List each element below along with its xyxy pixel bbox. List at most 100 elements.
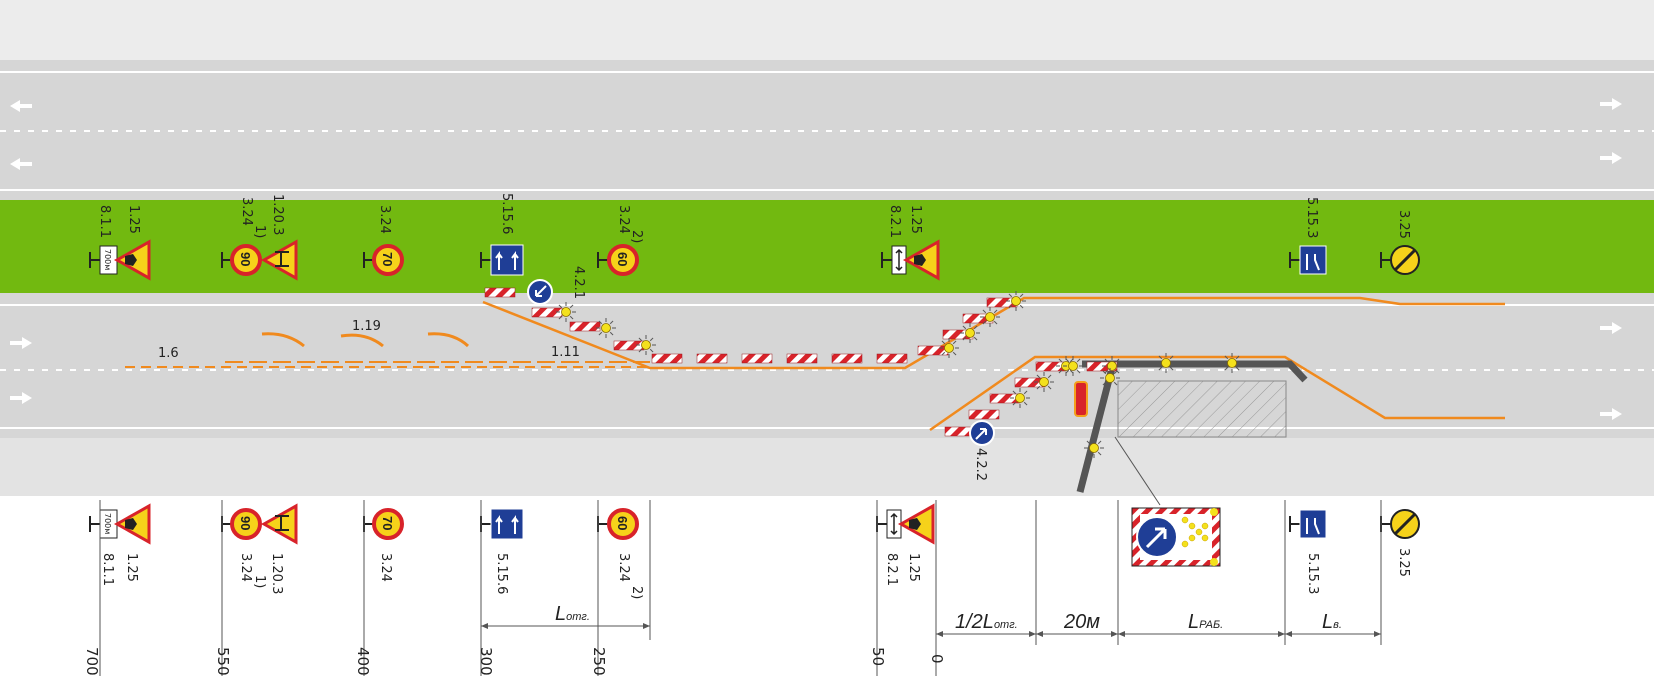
worker-icon bbox=[125, 254, 137, 266]
signal-lamp-icon bbox=[1034, 372, 1054, 392]
speed-value: 90 bbox=[238, 252, 253, 266]
taper-fence bbox=[482, 296, 1505, 370]
dim-l-v: Lв. bbox=[1322, 611, 1342, 633]
curve-arrow-icon bbox=[427, 332, 470, 348]
lower-sign-end-restrictions bbox=[1380, 509, 1420, 539]
worker-icon bbox=[914, 254, 926, 266]
end-restriction-icon bbox=[1393, 512, 1417, 536]
narrowing-lines-icon bbox=[275, 515, 289, 531]
callout-line bbox=[1114, 436, 1161, 506]
guard-barrier-diag bbox=[1076, 367, 1116, 493]
lower-sign-roadworks: 700м bbox=[89, 503, 151, 545]
label-1-19: 1.19 bbox=[352, 319, 381, 334]
lower-label-5-15-3: 5.15.3 bbox=[1305, 553, 1320, 594]
lower-sign-speed-70: 70 bbox=[363, 508, 404, 540]
signal-lamp-icon bbox=[1222, 353, 1242, 373]
signal-lamp-icon bbox=[1063, 356, 1083, 376]
lower-label-5-15-6: 5.15.6 bbox=[494, 553, 509, 594]
barrier-block bbox=[484, 287, 516, 298]
lower-label-3-24: 3.24 bbox=[238, 553, 253, 582]
signal-lamp-icon bbox=[980, 307, 1000, 327]
arrow-right-icon bbox=[1600, 98, 1622, 110]
board-lamp-icon bbox=[1210, 558, 1218, 566]
direction-arrows bbox=[10, 98, 1622, 420]
grass-median bbox=[0, 200, 1654, 293]
signal-lamp-icon bbox=[1100, 368, 1120, 388]
arrow-right-icon bbox=[10, 337, 32, 349]
upper-label-3-24c: 3.24 bbox=[616, 205, 631, 234]
distance-400: 400 bbox=[354, 647, 372, 676]
dim-l-otg: Lотг. bbox=[555, 603, 590, 625]
upper-label-1-25: 1.25 bbox=[126, 205, 141, 234]
worksite-area bbox=[1117, 380, 1287, 438]
curve-arrow-icon bbox=[261, 332, 305, 348]
upper-label-5-15-6: 5.15.6 bbox=[499, 193, 514, 234]
signal-lamps bbox=[556, 291, 1242, 458]
barrier-blocks bbox=[484, 287, 1118, 437]
plate-text: 700м bbox=[103, 249, 112, 270]
extent-arrow-icon bbox=[890, 512, 898, 536]
signal-lamp-icon bbox=[556, 302, 576, 322]
signal-lamp-icon bbox=[939, 338, 959, 358]
sign-4-2-2 bbox=[969, 420, 995, 446]
worksite-fence bbox=[929, 355, 1505, 432]
arrow-down-left-icon bbox=[535, 285, 547, 297]
lower-sign-speed-90: 90 bbox=[221, 503, 298, 545]
upper-label-3-25: 3.25 bbox=[1396, 210, 1411, 239]
speed-value: 90 bbox=[238, 516, 253, 530]
label-4-2-2: 4.2.2 bbox=[973, 448, 988, 481]
arrow-up-right-icon bbox=[975, 428, 987, 440]
upper-label-1-20-3: 1.20.3 bbox=[270, 194, 285, 235]
arrow-up-right-icon bbox=[1145, 527, 1167, 549]
worker-icon bbox=[125, 518, 137, 530]
distance-50: 50 bbox=[869, 647, 887, 666]
lower-sign-speed-60: 60 bbox=[597, 508, 639, 540]
upper-label-8-1-1: 8.1.1 bbox=[97, 205, 112, 238]
speed-value: 70 bbox=[380, 516, 395, 530]
upper-sign-end-restrictions bbox=[1380, 245, 1420, 275]
barrier-block bbox=[569, 321, 601, 332]
top-margin bbox=[0, 0, 1654, 60]
barrier-block bbox=[651, 353, 683, 364]
sign-4-2-1 bbox=[527, 279, 553, 305]
lower-label-note-2: 2) bbox=[629, 586, 644, 599]
distance-250: 250 bbox=[590, 647, 608, 676]
arrow-right-icon bbox=[1600, 322, 1622, 334]
worksite-info-board bbox=[1131, 507, 1221, 567]
barrier-block bbox=[741, 353, 773, 364]
upper-label-1-25b: 1.25 bbox=[908, 205, 923, 234]
lower-label-8-2-1: 8.2.1 bbox=[884, 553, 899, 586]
dimension-ticks bbox=[481, 623, 1381, 637]
extent-arrow-icon bbox=[895, 248, 903, 272]
upper-label-5-15-3: 5.15.3 bbox=[1304, 197, 1319, 238]
speed-value: 70 bbox=[380, 252, 395, 266]
lane-arrows-icon bbox=[495, 251, 519, 270]
end-restriction-icon bbox=[1393, 248, 1417, 272]
lower-label-1-20-3: 1.20.3 bbox=[269, 553, 284, 594]
lower-label-3-24c: 3.24 bbox=[616, 553, 631, 582]
plate-text: 700м bbox=[103, 513, 112, 534]
marking-1-19-arrows bbox=[261, 332, 470, 348]
lower-sign-lane-info bbox=[480, 508, 524, 540]
narrowing-lines-icon bbox=[275, 251, 289, 267]
lane-split-icon bbox=[1306, 254, 1320, 271]
distance-700: 700 bbox=[83, 647, 101, 676]
upper-sign-speed-90: 90 bbox=[221, 239, 298, 281]
upper-sign-lane-end bbox=[1289, 245, 1327, 275]
curve-arrow-icon bbox=[340, 333, 384, 348]
lower-label-3-24b: 3.24 bbox=[378, 553, 393, 582]
lower-sign-lane-end bbox=[1289, 509, 1327, 539]
lower-carriageway bbox=[0, 293, 1654, 438]
dim-half-l-otg: 1/2Lотг. bbox=[955, 611, 1018, 633]
lane-arrows-icon bbox=[495, 515, 519, 534]
dim-l-rab: LРАБ. bbox=[1188, 611, 1223, 633]
signal-lamp-icon bbox=[1156, 353, 1176, 373]
upper-label-note-1: 1) bbox=[252, 225, 267, 238]
signal-lamp-icon bbox=[636, 335, 656, 355]
label-1-11: 1.11 bbox=[551, 345, 580, 360]
guard-barrier bbox=[1082, 360, 1308, 383]
label-4-2-1: 4.2.1 bbox=[571, 266, 586, 299]
barrier-block bbox=[786, 353, 818, 364]
upper-label-3-24: 3.24 bbox=[239, 197, 254, 226]
